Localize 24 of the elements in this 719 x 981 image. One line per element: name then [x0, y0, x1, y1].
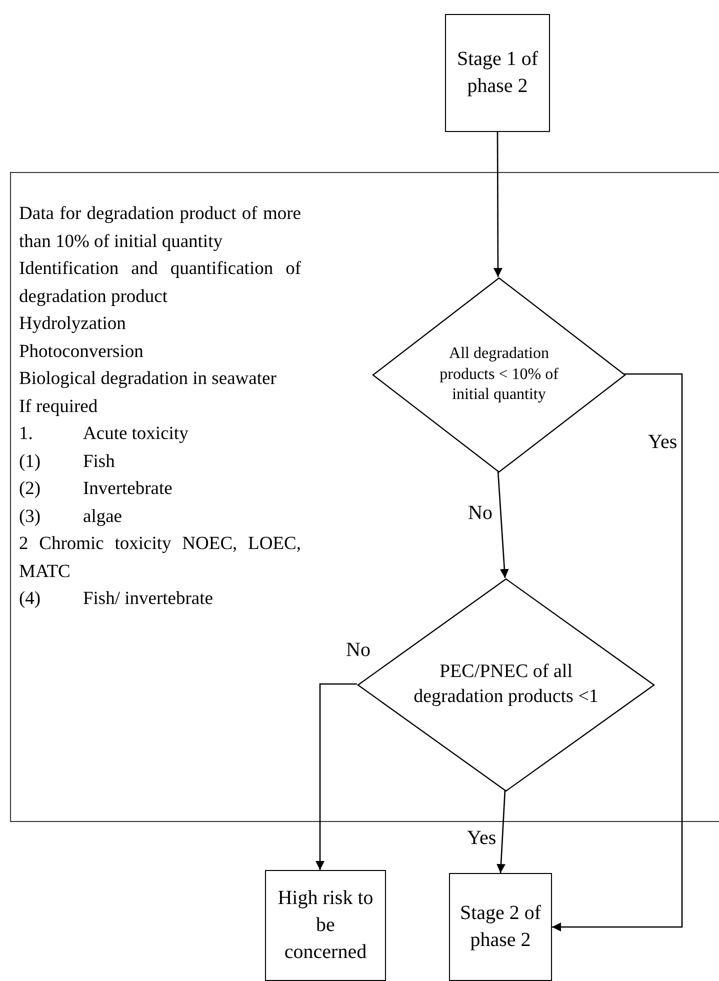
list-item: (2) Invertebrate — [19, 478, 174, 501]
process-box: Stage 1 of phase 2 — [445, 14, 550, 132]
list-item: (1) Fish — [19, 450, 116, 474]
panel-frame — [10, 172, 719, 822]
text-paragraph: Data for degradation product of more than 10% of initial quantity — [19, 203, 301, 254]
text-paragraph: If required — [19, 396, 99, 418]
text-paragraph: Biological degradation in seawater — [19, 368, 278, 391]
text-paragraph: Photoconversion — [19, 340, 144, 364]
list-item: (4) Fish/ invertebrate — [19, 588, 214, 611]
text-paragraph: Identification and quantification of degradation product — [19, 258, 301, 308]
process-box: High risk to be concerned — [265, 870, 386, 981]
arrow — [316, 683, 357, 870]
arrow — [493, 132, 502, 277]
list-item: 1. Acute toxicity — [19, 423, 190, 446]
decision-text: PEC/PNEC of all degradation products <1 — [412, 660, 600, 709]
arrow — [552, 373, 683, 932]
text-paragraph: 2 Chromic toxicity NOEC, LOEC, MATC — [19, 533, 301, 584]
decision-diamond — [373, 278, 625, 472]
process-box: Stage 2 of phase 2 — [449, 873, 552, 981]
text-paragraph: Hydrolyzation — [19, 313, 127, 336]
arrow — [497, 470, 509, 578]
list-item: (3) algae — [19, 506, 124, 528]
arrow — [496, 790, 506, 874]
decision-text: All degradation products < 10% of initial quantity — [438, 344, 560, 406]
